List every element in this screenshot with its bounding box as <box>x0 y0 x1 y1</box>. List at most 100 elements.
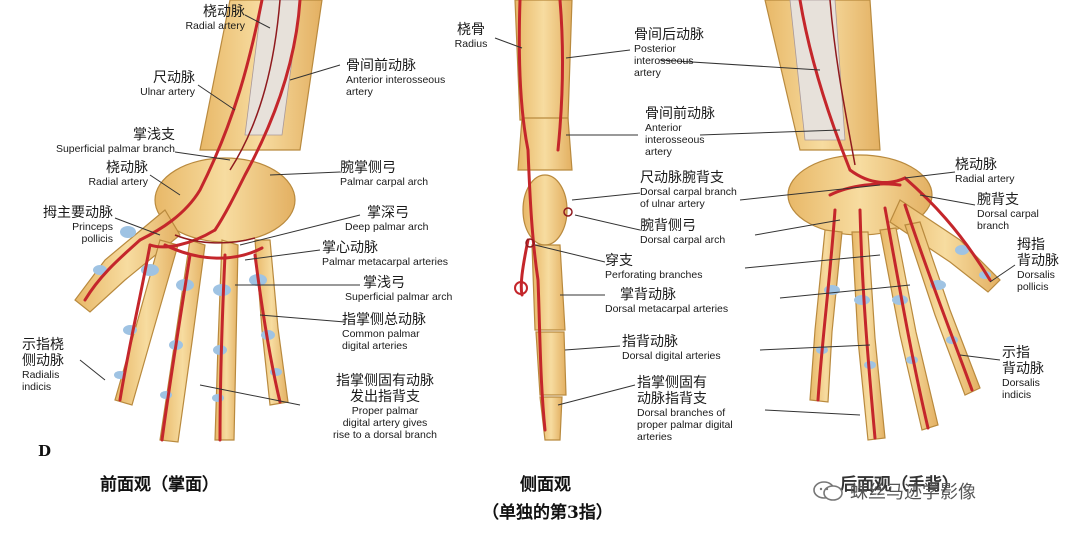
label-radial-artery-back: 桡动脉 Radial artery <box>955 157 1050 185</box>
ulnar-artery-en: Ulnar artery <box>140 86 195 99</box>
superficial-palmar-branch-zh: 掌浅支 <box>133 127 175 143</box>
dorsalis-pollicis-zh1: 拇指 <box>1017 237 1045 253</box>
proper-palmar-digital-zh2: 发出指背支 <box>350 389 420 406</box>
princeps-pollicis-en2: pollicis <box>81 233 113 246</box>
radial-artery-2-en: Radial artery <box>88 176 148 189</box>
dorsal-carpal-branch-zh: 腕背支 <box>977 192 1019 208</box>
anterior-interosseous-mid-zh: 骨间前动脉 <box>645 106 715 122</box>
dorsalis-indicis-en1: Dorsalis <box>1002 377 1040 390</box>
label-dorsal-metacarpal: 掌背动脉 Dorsal metacarpal arteries <box>605 287 780 315</box>
anterior-interosseous-mid-en2: interosseous <box>645 134 705 147</box>
common-palmar-digital-zh: 指掌侧总动脉 <box>342 312 426 328</box>
label-radius: 桡骨 Radius <box>446 22 496 50</box>
proper-palmar-digital-en1: Proper palmar <box>351 405 419 418</box>
dorsal-branches-proper-en1: Dorsal branches of <box>637 407 726 420</box>
proper-palmar-digital-en3: rise to a dorsal branch <box>333 429 437 442</box>
anterior-interosseous-front-en2: artery <box>346 86 373 99</box>
label-anterior-interosseous-front: 骨间前动脉 Anterior interosseous artery <box>346 58 496 98</box>
ulnar-artery-zh: 尺动脉 <box>153 70 195 86</box>
dorsal-carpal-branch-ulnar-zh: 尺动脉腕背支 <box>640 170 724 186</box>
dorsal-carpal-branch-en2: branch <box>977 220 1010 233</box>
dorsal-metacarpal-zh: 掌背动脉 <box>620 287 676 303</box>
radial-artery-zh: 桡动脉 <box>203 4 245 20</box>
label-deep-palmar-arch: 掌深弓 Deep palmar arch <box>345 205 465 233</box>
dorsal-carpal-branch-en1: Dorsal carpal <box>977 208 1039 221</box>
label-palmar-metacarpal: 掌心动脉 Palmar metacarpal arteries <box>322 240 492 268</box>
dorsalis-indicis-zh1: 示指 <box>1002 345 1030 361</box>
princeps-pollicis-zh: 拇主要动脉 <box>43 205 113 221</box>
radial-artery-back-en: Radial artery <box>955 173 1015 186</box>
label-anterior-interosseous-mid: 骨间前动脉 Anterior interosseous artery <box>645 106 745 158</box>
palmar-carpal-arch-en: Palmar carpal arch <box>340 176 429 189</box>
radialis-indicis-en2: indicis <box>22 381 52 394</box>
posterior-interosseous-en3: artery <box>634 67 661 80</box>
perforating-en: Perforating branches <box>605 269 703 282</box>
label-proper-palmar-digital: 指掌侧固有动脉 发出指背支 Proper palmar digital arte… <box>310 373 460 441</box>
posterior-interosseous-zh: 骨间后动脉 <box>634 27 704 43</box>
superficial-palmar-arch-en: Superficial palmar arch <box>345 291 453 304</box>
wechat-icon <box>813 481 843 501</box>
superficial-palmar-branch-en: Superficial palmar branch <box>55 143 175 156</box>
deep-palmar-arch-en: Deep palmar arch <box>345 221 429 234</box>
palmar-view-hand <box>74 0 323 443</box>
palmar-carpal-arch-zh: 腕掌侧弓 <box>340 160 396 176</box>
deep-palmar-arch-zh: 掌深弓 <box>367 205 409 221</box>
posterior-interosseous-en2: interosseous <box>634 55 694 68</box>
label-dorsal-carpal-branch: 腕背支 Dorsal carpal branch <box>977 192 1067 232</box>
superficial-palmar-arch-zh: 掌浅弓 <box>363 275 405 291</box>
dorsal-carpal-arch-zh: 腕背侧弓 <box>640 218 696 234</box>
label-dorsal-carpal-branch-ulnar: 尺动脉腕背支 Dorsal carpal branch of ulnar art… <box>640 170 770 210</box>
anterior-interosseous-mid-en1: Anterior <box>645 122 682 135</box>
label-radial-artery-top: 桡动脉 Radial artery <box>130 4 245 32</box>
dorsal-branches-proper-zh2: 动脉指背支 <box>637 391 707 408</box>
label-dorsal-carpal-arch: 腕背侧弓 Dorsal carpal arch <box>640 218 760 246</box>
watermark-text: 蛛丝马迹学影像 <box>850 482 976 503</box>
radialis-indicis-zh1: 示指桡 <box>22 337 64 353</box>
label-superficial-palmar-arch: 掌浅弓 Superficial palmar arch <box>345 275 485 303</box>
anterior-interosseous-mid-en3: artery <box>645 146 672 159</box>
perforating-zh: 穿支 <box>605 253 633 269</box>
label-superficial-palmar-branch: 掌浅支 Superficial palmar branch <box>10 127 175 155</box>
label-perforating: 穿支 Perforating branches <box>605 253 755 281</box>
dorsal-branches-proper-zh1: 指掌侧固有 <box>637 375 707 391</box>
common-palmar-digital-en1: Common palmar <box>342 328 420 341</box>
dorsalis-pollicis-en2: pollicis <box>1017 281 1049 294</box>
lateral-view-finger <box>514 0 573 441</box>
dorsal-carpal-branch-ulnar-en2: of ulnar artery <box>640 198 705 211</box>
label-princeps-pollicis: 拇主要动脉 Princeps pollicis <box>0 205 113 245</box>
label-dorsalis-indicis: 示指 背动脉 Dorsalis indicis <box>1002 345 1072 401</box>
label-ulnar-artery: 尺动脉 Ulnar artery <box>90 70 195 98</box>
dorsalis-pollicis-zh2: 背动脉 <box>1017 253 1059 270</box>
princeps-pollicis-en1: Princeps <box>72 221 113 234</box>
radial-artery-2-zh: 桡动脉 <box>106 160 148 176</box>
label-common-palmar-digital: 指掌侧总动脉 Common palmar digital arteries <box>342 312 462 352</box>
label-dorsal-digital: 指背动脉 Dorsal digital arteries <box>622 334 762 362</box>
posterior-interosseous-en1: Posterior <box>634 43 677 56</box>
dorsal-carpal-arch-en: Dorsal carpal arch <box>640 234 726 247</box>
dorsal-branches-proper-en3: arteries <box>637 431 673 444</box>
palmar-metacarpal-zh: 掌心动脉 <box>322 240 378 256</box>
palmar-metacarpal-en: Palmar metacarpal arteries <box>322 256 449 269</box>
dorsal-digital-en: Dorsal digital arteries <box>622 350 721 363</box>
dorsal-carpal-branch-ulnar-en1: Dorsal carpal branch <box>640 186 737 199</box>
dorsal-metacarpal-en: Dorsal metacarpal arteries <box>605 303 729 316</box>
dorsal-view-hand <box>764 0 1001 441</box>
watermark: 蛛丝马迹学影像 <box>812 478 976 504</box>
caption-side-view: 侧面观 <box>520 475 571 495</box>
label-radialis-indicis: 示指桡 侧动脉 Radialis indicis <box>22 337 92 393</box>
proper-palmar-digital-en2: digital artery gives <box>342 417 428 430</box>
panel-letter: D <box>38 442 52 460</box>
anterior-interosseous-front-zh: 骨间前动脉 <box>346 58 416 74</box>
radialis-indicis-zh2: 侧动脉 <box>22 353 64 370</box>
label-radial-artery-2: 桡动脉 Radial artery <box>40 160 148 188</box>
dorsal-branches-proper-en2: proper palmar digital <box>637 419 733 432</box>
caption-front-view: 前面观（掌面） <box>100 475 219 495</box>
radial-artery-back-zh: 桡动脉 <box>955 157 997 173</box>
dorsal-digital-zh: 指背动脉 <box>622 334 678 350</box>
label-palmar-carpal-arch: 腕掌侧弓 Palmar carpal arch <box>340 160 470 188</box>
dorsalis-indicis-en2: indicis <box>1002 389 1032 402</box>
label-dorsal-branches-proper: 指掌侧固有 动脉指背支 Dorsal branches of proper pa… <box>637 375 777 443</box>
common-palmar-digital-en2: digital arteries <box>342 340 408 353</box>
radial-artery-en: Radial artery <box>185 20 245 33</box>
